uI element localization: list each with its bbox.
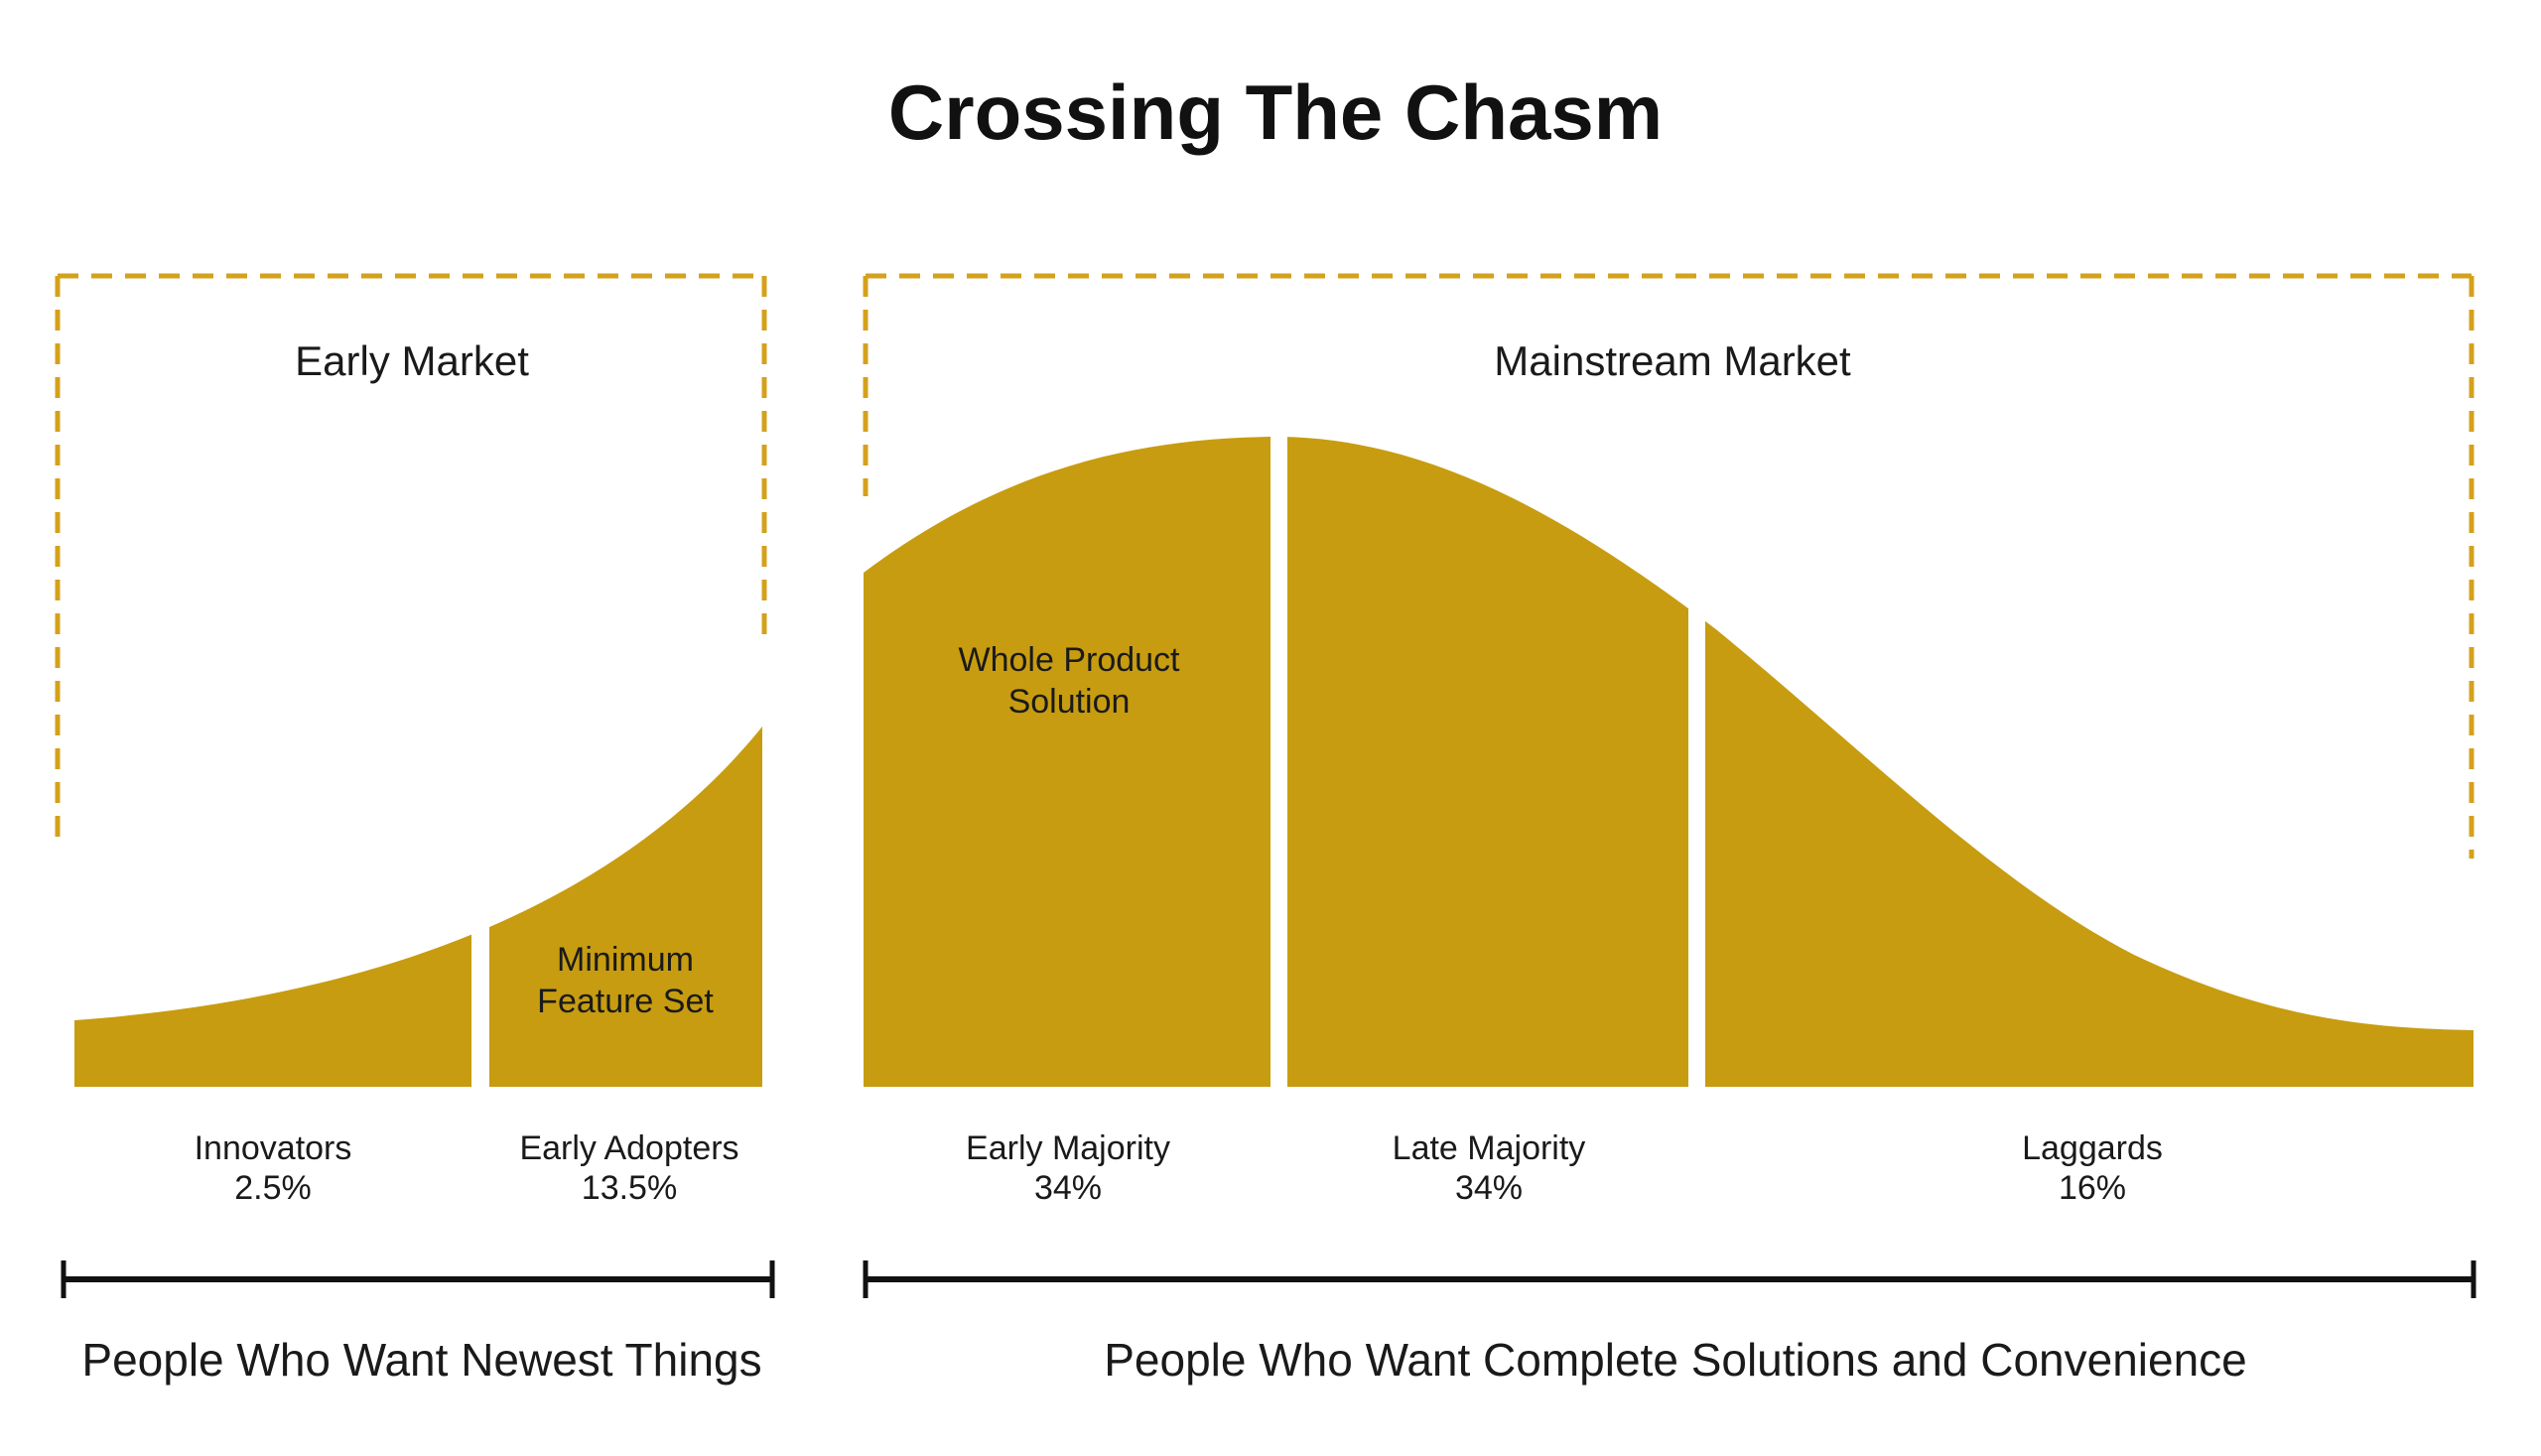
- divider-innovators-early-adopters: [471, 556, 489, 1088]
- segment-labels: Innovators 2.5% Early Adopters 13.5% Ear…: [195, 1129, 2163, 1207]
- early-market-caption: People Who Want Newest Things: [81, 1334, 761, 1386]
- segment-label-early-majority: Early Majority: [966, 1129, 1170, 1167]
- segment-pct-laggards: 16%: [2059, 1169, 2126, 1207]
- mainstream-bell-curve: [864, 437, 2474, 1087]
- early-market-box: [55, 273, 767, 842]
- divider-early-majority-late-majority: [1270, 392, 1287, 1088]
- segment-label-late-majority: Late Majority: [1393, 1129, 1586, 1167]
- early-market-label: Early Market: [295, 337, 529, 384]
- segment-label-laggards: Laggards: [2022, 1129, 2163, 1167]
- divider-late-majority-laggards: [1688, 556, 1705, 1088]
- segment-pct-late-majority: 34%: [1455, 1169, 1523, 1207]
- mainstream-market-caption: People Who Want Complete Solutions and C…: [1104, 1334, 2247, 1386]
- segment-label-early-adopters: Early Adopters: [519, 1129, 738, 1167]
- minimum-feature-set-note-line2: Feature Set: [537, 983, 714, 1020]
- early-market-bracket: [61, 1260, 775, 1298]
- segment-pct-early-majority: 34%: [1034, 1169, 1102, 1207]
- whole-product-solution-note-line1: Whole Product: [959, 641, 1181, 679]
- early-market-curve: [74, 727, 762, 1087]
- segment-pct-innovators: 2.5%: [234, 1169, 312, 1207]
- segment-label-innovators: Innovators: [195, 1129, 352, 1167]
- whole-product-solution-note-line2: Solution: [1008, 683, 1131, 721]
- minimum-feature-set-note-line1: Minimum: [557, 941, 694, 979]
- mainstream-market-bracket: [863, 1260, 2476, 1298]
- page-title: Crossing The Chasm: [888, 68, 1663, 156]
- mainstream-market-box: [863, 273, 2474, 859]
- segment-pct-early-adopters: 13.5%: [582, 1169, 677, 1207]
- mainstream-market-label: Mainstream Market: [1494, 337, 1851, 384]
